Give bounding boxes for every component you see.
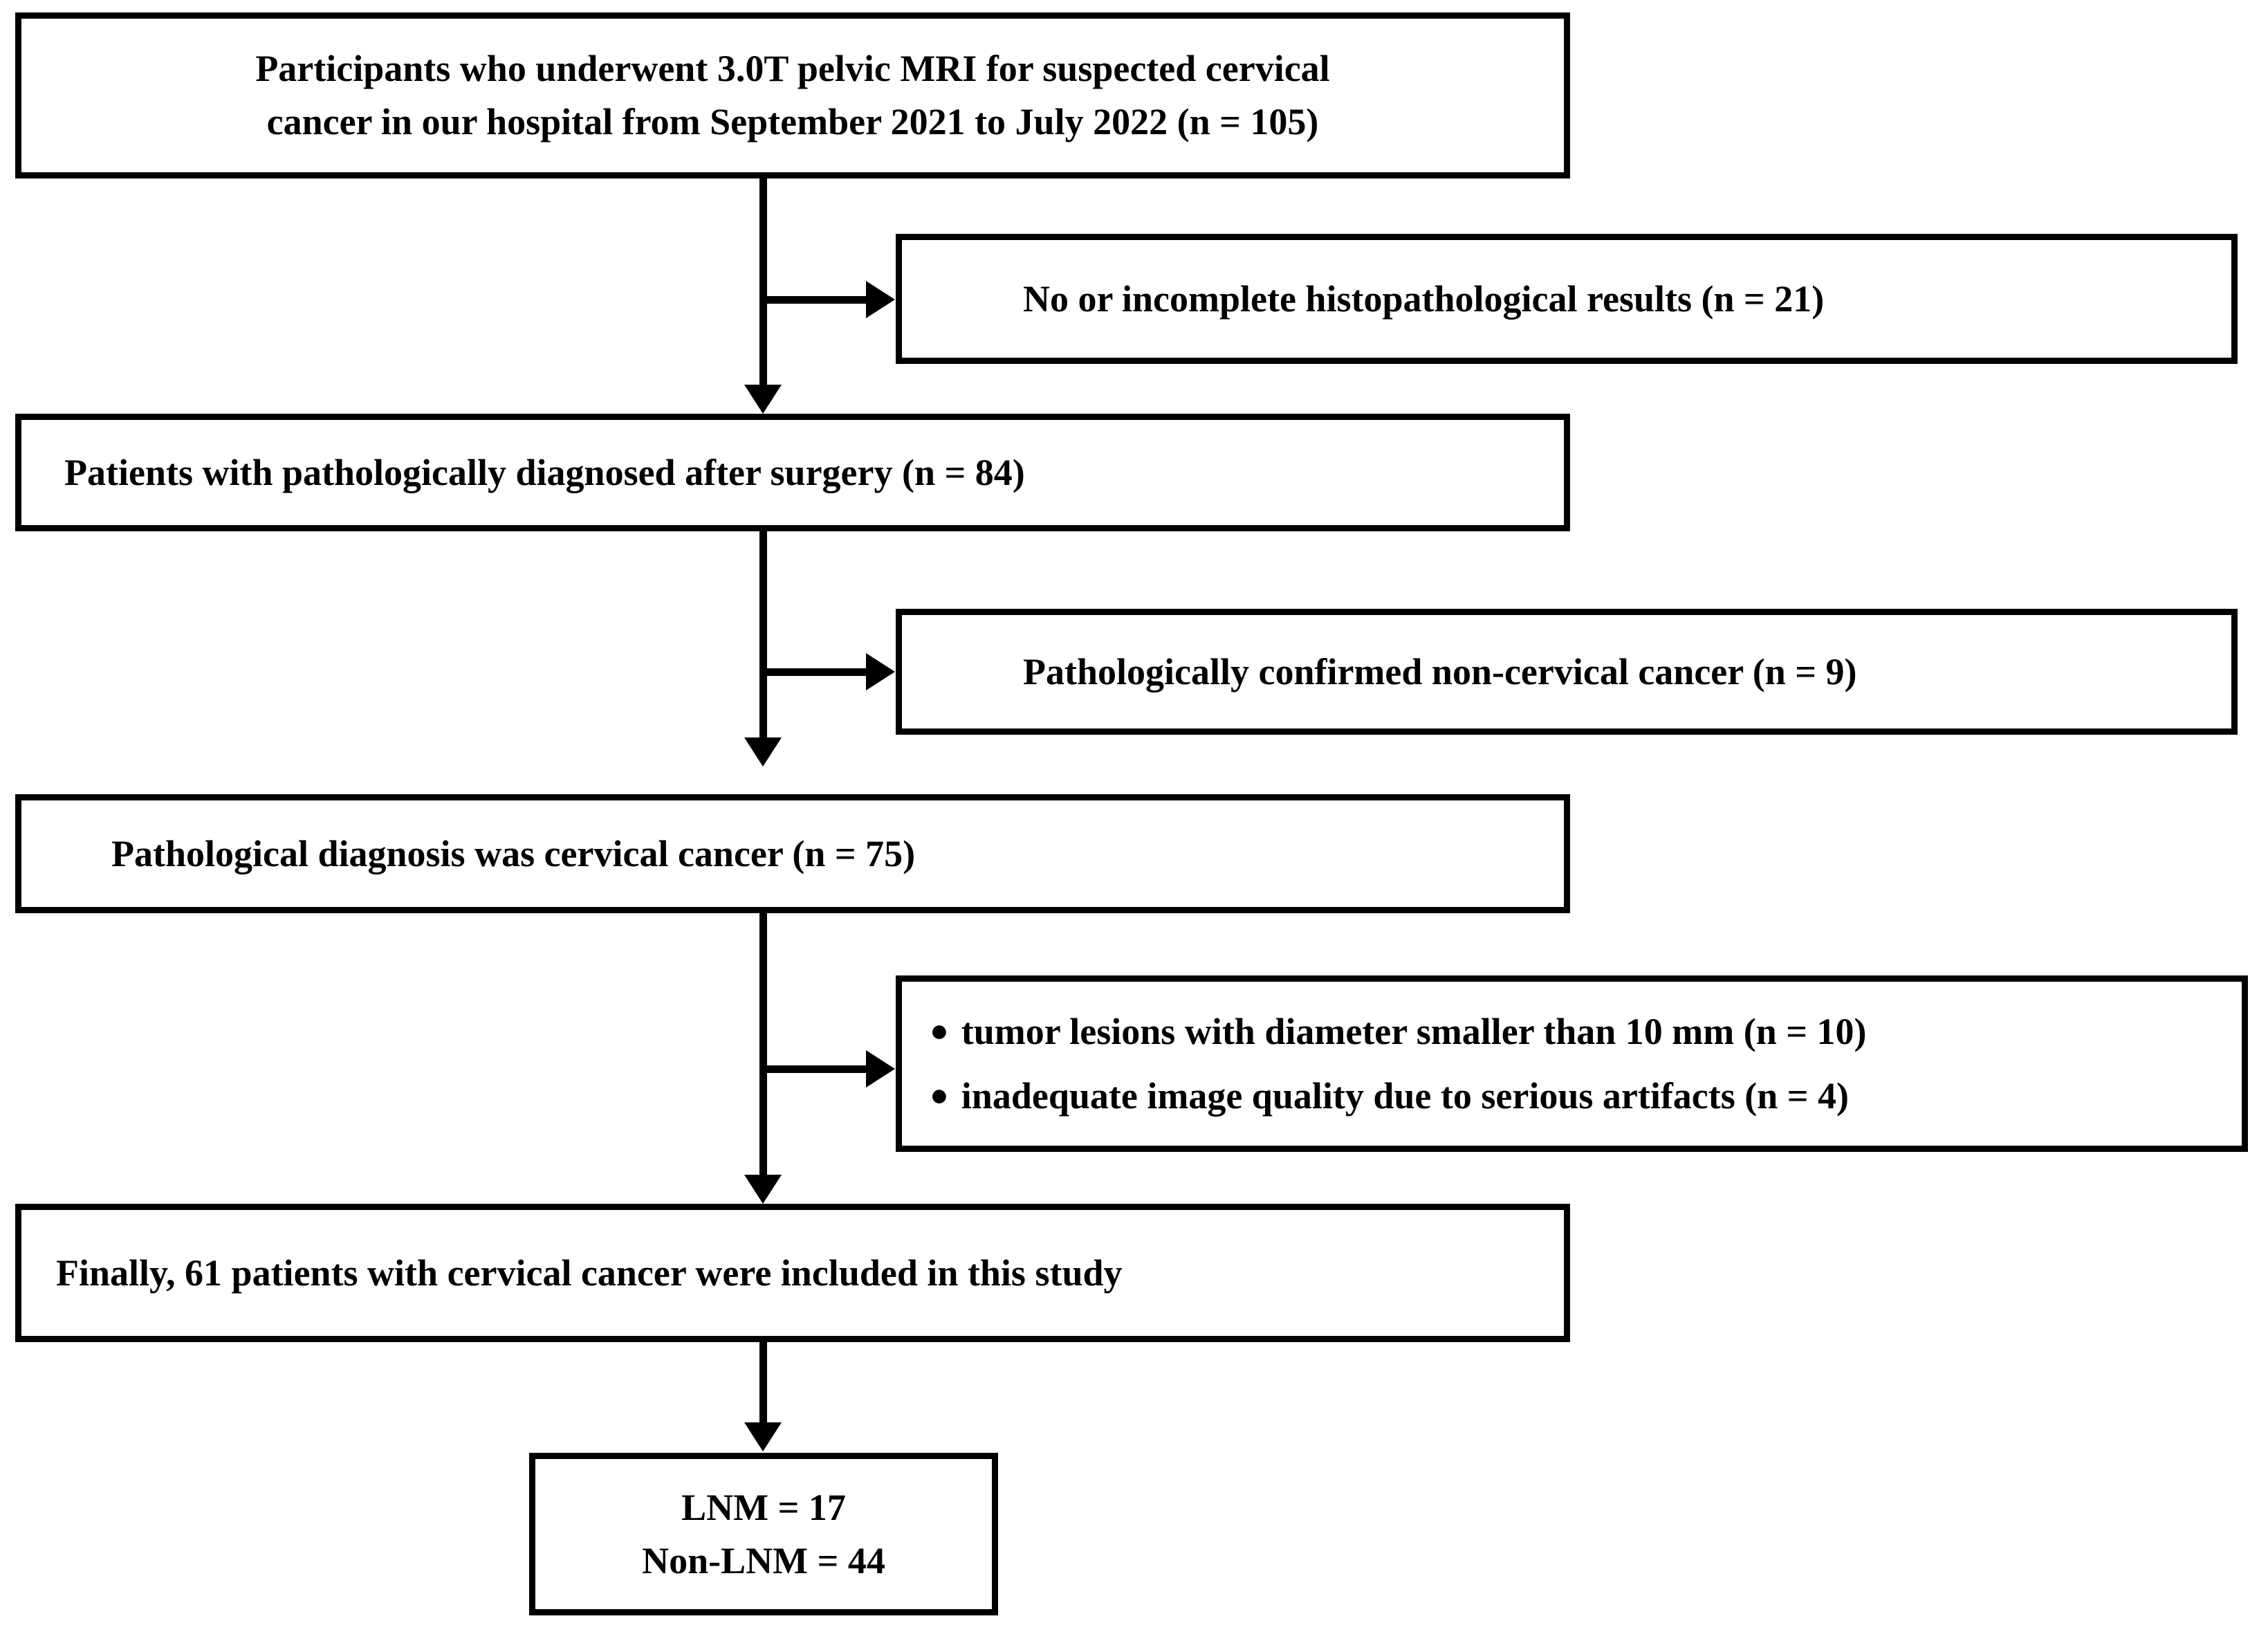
flow-node-pathologically-diagnosed: Patients with pathologically diagnosed a… xyxy=(15,414,1570,531)
connector-box3-to-box4-horizontal xyxy=(759,668,869,676)
flow-node-pathologically-diagnosed-label: Patients with pathologically diagnosed a… xyxy=(64,451,1025,493)
arrowhead-box3-to-box5 xyxy=(744,737,782,767)
bullet-dot-icon: ● xyxy=(930,1012,949,1048)
arrowhead-box1-to-box2 xyxy=(866,281,895,318)
connector-box5-to-box7-vertical xyxy=(759,913,767,1176)
flow-node-excluded-technical-criteria-item-1: ● tumor lesions with diameter smaller th… xyxy=(930,1005,2203,1058)
flow-node-excluded-technical-criteria: ● tumor lesions with diameter smaller th… xyxy=(896,975,2248,1152)
flow-node-lnm-split-line1: LNM = 17 xyxy=(681,1486,846,1528)
arrowhead-box3-to-box4 xyxy=(866,653,895,690)
flow-node-enrolled-participants-line2: cancer in our hospital from September 20… xyxy=(266,101,1319,143)
flow-node-cervical-cancer-diagnosis-label: Pathological diagnosis was cervical canc… xyxy=(111,832,916,874)
connector-box3-to-box5-vertical xyxy=(759,531,767,739)
connector-box7-to-box8-vertical xyxy=(759,1342,767,1424)
arrowhead-box1-to-box3 xyxy=(744,385,782,414)
flow-node-excluded-no-histopathology-label: No or incomplete histopathological resul… xyxy=(1023,277,1825,320)
flow-node-excluded-technical-criteria-item-1-label: tumor lesions with diameter smaller than… xyxy=(961,1010,1867,1052)
flow-node-cervical-cancer-diagnosis: Pathological diagnosis was cervical canc… xyxy=(15,794,1570,913)
flow-node-enrolled-participants: Participants who underwent 3.0T pelvic M… xyxy=(15,12,1570,178)
flow-node-lnm-split: LNM = 17 Non-LNM = 44 xyxy=(529,1453,998,1615)
flow-node-excluded-non-cervical-cancer-label: Pathologically confirmed non-cervical ca… xyxy=(1023,650,1857,693)
flow-node-final-included-cohort: Finally, 61 patients with cervical cance… xyxy=(15,1204,1570,1342)
arrowhead-box7-to-box8 xyxy=(744,1422,782,1451)
flow-node-excluded-no-histopathology: No or incomplete histopathological resul… xyxy=(896,234,2238,364)
flow-node-enrolled-participants-line1: Participants who underwent 3.0T pelvic M… xyxy=(255,48,1330,90)
flow-node-excluded-technical-criteria-item-2: ● inadequate image quality due to seriou… xyxy=(930,1070,2203,1123)
flow-node-final-included-cohort-label: Finally, 61 patients with cervical cance… xyxy=(56,1251,1123,1294)
connector-box1-to-box3-vertical xyxy=(759,178,767,386)
connector-box5-to-box6-horizontal xyxy=(759,1065,869,1073)
flow-node-lnm-split-line2: Non-LNM = 44 xyxy=(642,1539,885,1581)
arrowhead-box5-to-box6 xyxy=(866,1050,895,1088)
arrowhead-box5-to-box7 xyxy=(744,1175,782,1204)
connector-box1-to-box2-horizontal xyxy=(759,296,869,304)
flow-node-excluded-non-cervical-cancer: Pathologically confirmed non-cervical ca… xyxy=(896,609,2238,735)
flow-node-excluded-technical-criteria-item-2-label: inadequate image quality due to serious … xyxy=(961,1074,1850,1117)
bullet-dot-icon: ● xyxy=(930,1076,949,1112)
